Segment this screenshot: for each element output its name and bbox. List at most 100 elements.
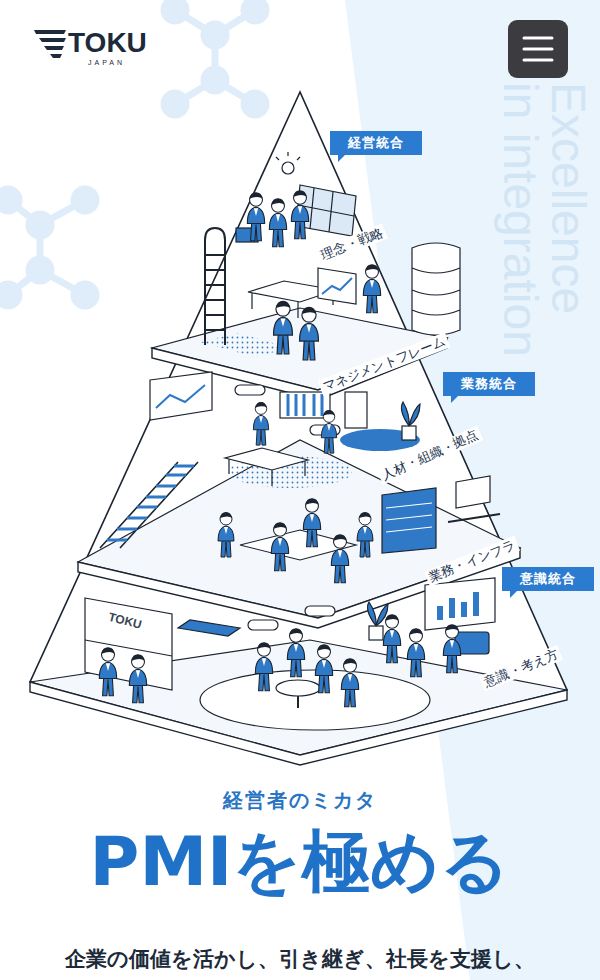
molecule-pattern-part [244,0,266,21]
middle-floor-part [386,503,432,532]
middle-floor-part [229,459,305,486]
molecule-pattern-part [244,93,266,115]
menu-button-part [524,38,552,60]
middle-floor-part [401,402,420,426]
molecule-pattern-part [0,284,19,306]
molecule-pattern-part [0,189,19,211]
people-middle-part [253,402,268,445]
people-top-part [300,307,319,360]
bottom-floor-part [178,620,240,636]
hero-title: PMIを極める [90,821,511,903]
vertical-watermark-text: Excellence in integration [496,82,592,361]
bottom-floor [30,578,567,755]
logo-mark-part [44,46,64,50]
middle-floor-part [100,462,198,548]
people-bottom-part [443,624,460,673]
bottom-floor-part [305,606,335,616]
menu-button [508,20,568,78]
tag-text: 意識統合 [520,571,576,586]
molecule-pattern-part [164,93,186,115]
people-middle [218,402,373,583]
category-tag: 経営統合 [330,131,422,155]
top-floor-part [412,268,460,315]
top-floor-part [282,162,294,174]
hero-title-text: PMIを極める [90,821,511,903]
middle-floor-part [107,466,194,540]
people-top-part [247,192,264,241]
molecule-pattern-part [164,0,186,21]
lead-sentence: 企業の価値を活かし、引き継ぎ、社長を支援し、 [65,947,535,972]
people-top-part [274,301,293,354]
people-bottom [99,614,460,707]
bottom-floor-part [200,670,430,730]
middle-floor-part [235,385,265,395]
middle-floor-part [288,394,322,416]
people-middle-part [271,522,288,571]
top-floor-part [276,152,300,160]
molecule-pattern-part [74,189,96,211]
molecule-pattern-part [204,69,226,91]
menu-button-part [508,20,568,78]
people-top-part [291,190,308,239]
tagline: 経営者のミカタ [223,788,377,812]
people-bottom-part [287,628,304,677]
molecule-pattern-part [175,10,255,104]
molecule-pattern-part [204,24,226,46]
people-bottom-part [341,658,358,707]
people-bottom-part [99,647,116,696]
bottom-floor-part [425,578,495,630]
bottom-floor-part [368,602,388,626]
top-floor-part [318,268,356,304]
middle-floor-part [456,476,490,508]
people-middle-part [218,512,234,557]
people-top-part [363,264,380,313]
top-floor-part [412,243,460,335]
molecule-pattern-part [29,214,51,236]
middle-floor-part [402,426,416,440]
bottom-floor-part [85,640,172,656]
bottom-floor-part [276,680,320,696]
people-middle-part [303,498,320,547]
people-top [247,190,380,360]
logo-subtitle: JAPAN [88,59,125,67]
people-bottom-part [255,642,272,691]
bottom-floor-part [440,592,476,620]
middle-floor-part [345,392,367,428]
category-tag: 業務統合 [443,372,535,396]
people-middle-part [321,410,336,453]
logo-mark [34,30,66,58]
people-bottom-part [383,614,400,663]
people-bottom-part [407,628,424,677]
bottom-floor-part [248,620,278,630]
top-floor-part [205,228,225,345]
bottom-floor-part [85,598,172,690]
category-tag: 意識統合 [502,567,594,591]
tag-text: 経営統合 [348,135,404,150]
tag-text: 業務統合 [461,376,517,391]
middle-floor-part [382,488,436,553]
people-middle-part [331,534,348,583]
top-floor-part [200,333,290,357]
vertical-watermark: Excellence in integration [496,82,592,361]
people-middle-part [357,512,373,557]
logo-mark-part [34,30,66,34]
bottom-floor-part [369,626,383,640]
middle-floor-part [150,372,212,420]
molecule-pattern-part [29,259,51,281]
molecule-pattern-part [74,284,96,306]
people-top-part [269,198,286,247]
middle-floor-part [225,448,308,470]
floor-slab [30,682,567,765]
bottom-floor-part [297,696,299,708]
people-bottom-part [129,654,146,703]
pyramid-outline [30,92,567,755]
top-floor-part [322,278,352,294]
logo-mark-part [50,54,62,58]
tagline-text: 経営者のミカタ [223,788,377,812]
middle-floor-part [448,514,500,522]
logo-subtitle-text: JAPAN [88,59,125,67]
logo-wordmark: TOKU [68,26,147,60]
logo-wordmark-text: TOKU [68,26,147,60]
lead-sentence-text: 企業の価値を活かし、引き継ぎ、社長を支援し、 [65,947,535,972]
